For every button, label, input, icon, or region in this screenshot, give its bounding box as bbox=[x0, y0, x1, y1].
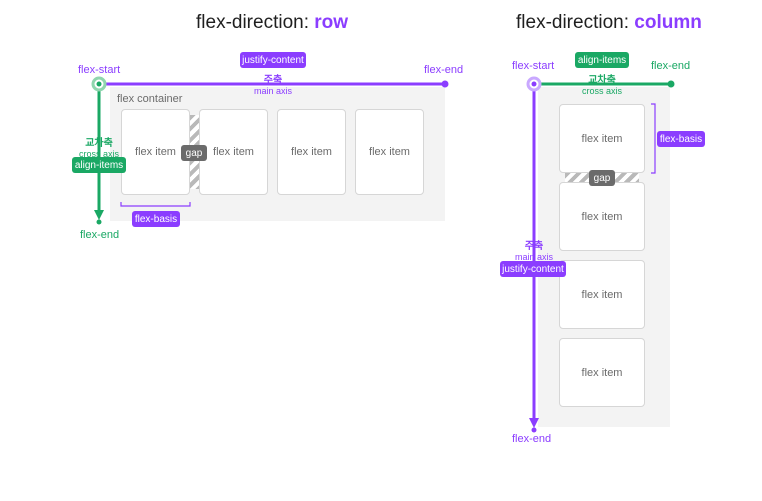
column-flex-basis-pill: flex-basis bbox=[657, 131, 705, 147]
row-cross-axis-en: cross axis bbox=[78, 149, 119, 159]
column-cross-axis-en: cross axis bbox=[581, 86, 622, 96]
column-flex-start-label: flex-start bbox=[512, 60, 555, 72]
row-cross-axis-label: 교차축 cross axis bbox=[70, 134, 128, 159]
row-flex-start-label: flex-start bbox=[78, 64, 121, 76]
row-cross-end-label: flex-end bbox=[80, 229, 120, 241]
column-title-prefix: flex-direction: bbox=[516, 12, 635, 33]
column-flex-item-3: flex item bbox=[559, 260, 645, 329]
row-flex-basis-pill: flex-basis bbox=[132, 211, 180, 227]
column-main-end-label: flex-end bbox=[512, 433, 552, 445]
column-title: flex-direction: column bbox=[516, 12, 702, 34]
row-cross-axis-ko: 교차축 bbox=[85, 138, 113, 149]
row-justify-content-pill: justify-content bbox=[240, 52, 306, 68]
row-cross-axis-end-dot bbox=[96, 219, 102, 225]
row-title-prefix: flex-direction: bbox=[196, 12, 315, 33]
column-main-axis-end-dot bbox=[531, 427, 537, 433]
row-main-axis-ko: 주축 bbox=[263, 75, 283, 86]
column-flex-item-4: flex item bbox=[559, 338, 645, 407]
column-flex-item-2: flex item bbox=[559, 182, 645, 251]
row-title: flex-direction: row bbox=[196, 12, 348, 34]
row-gap-label: gap bbox=[181, 145, 207, 161]
column-main-axis-label: 주축 main axis bbox=[497, 237, 571, 262]
row-flex-item-1: flex item bbox=[121, 109, 190, 195]
column-cross-axis-ko: 교차축 bbox=[588, 75, 616, 86]
column-justify-content-pill: justify-content bbox=[500, 261, 566, 277]
column-cross-end-label: flex-end bbox=[651, 60, 691, 72]
column-gap-label: gap bbox=[589, 170, 615, 186]
column-cross-axis-label: 교차축 cross axis bbox=[572, 71, 632, 96]
row-title-keyword: row bbox=[314, 12, 349, 33]
row-origin-icon bbox=[91, 76, 107, 92]
row-align-items-pill: align-items bbox=[72, 157, 126, 173]
row-main-axis-en: main axis bbox=[253, 86, 292, 96]
column-flex-item-1: flex item bbox=[559, 104, 645, 173]
row-cross-axis-arrow bbox=[94, 210, 104, 220]
row-flex-item-2: flex item bbox=[199, 109, 268, 195]
row-container-label: flex container bbox=[117, 93, 183, 105]
column-title-keyword: column bbox=[634, 12, 702, 33]
column-align-items-pill: align-items bbox=[575, 52, 629, 68]
row-flex-item-3: flex item bbox=[277, 109, 346, 195]
row-main-end-label: flex-end bbox=[424, 64, 464, 76]
row-flex-item-4: flex item bbox=[355, 109, 424, 195]
column-main-axis-ko: 주축 bbox=[524, 241, 544, 252]
row-main-axis-label: 주축 main axis bbox=[236, 71, 310, 96]
column-main-axis-en: main axis bbox=[514, 252, 553, 262]
